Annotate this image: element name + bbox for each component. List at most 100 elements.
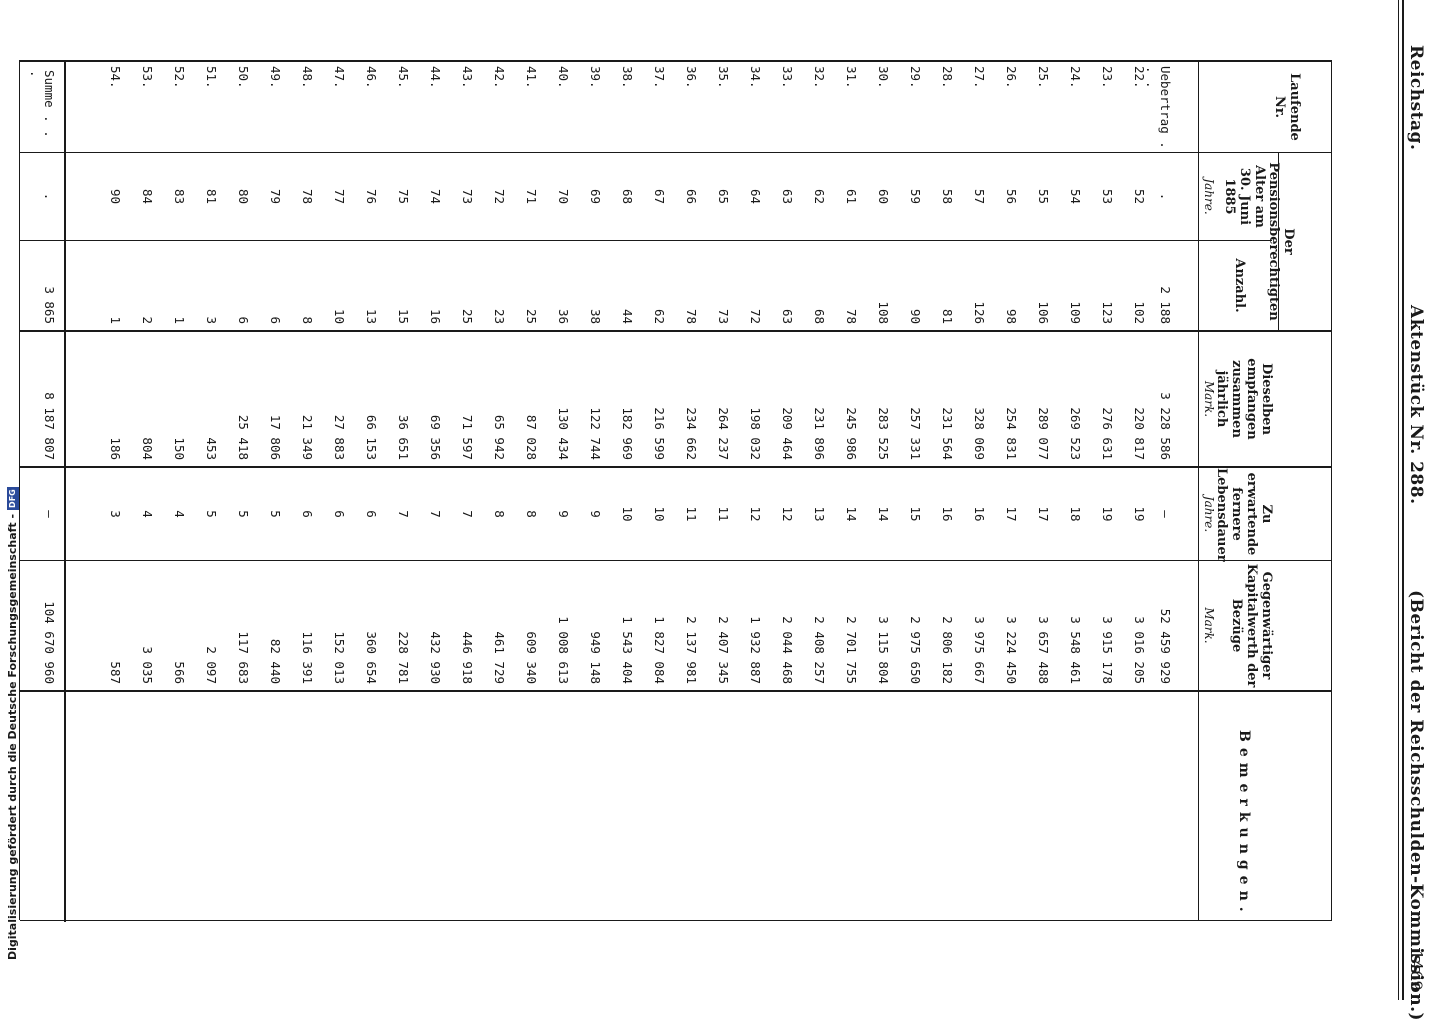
cell-nr: 48. — [300, 66, 315, 89]
cell-nr: 38. — [620, 66, 635, 89]
cell-alter: 76 — [364, 188, 379, 205]
summe-alter: . — [42, 192, 57, 201]
cell-alter: 77 — [332, 188, 347, 205]
cell-alter: 71 — [524, 188, 539, 205]
cell-nr: 28. — [940, 66, 955, 89]
cell-nr: 30. — [876, 66, 891, 89]
cell-bezuege: 245 986 — [844, 407, 859, 460]
dfg-logo-icon: DFG — [7, 487, 19, 510]
cell-anzahl: 1 — [172, 316, 187, 324]
cell-nr: 49. — [268, 66, 283, 89]
uebertrag-lebensdauer: — — [1158, 510, 1173, 518]
cell-nr: 26. — [1004, 66, 1019, 89]
cell-alter: 75 — [396, 188, 411, 205]
cell-lebensdauer: 7 — [460, 510, 475, 518]
cell-alter: 54 — [1068, 188, 1083, 205]
cell-anzahl: 102 — [1132, 301, 1147, 324]
cell-kapital: 3 224 450 — [1004, 616, 1019, 684]
cell-lebensdauer: 18 — [1068, 506, 1083, 522]
cell-nr: 41. — [524, 66, 539, 89]
cell-lebensdauer: 5 — [204, 510, 219, 518]
cell-bezuege: 69 356 — [428, 414, 443, 460]
cell-lebensdauer: 14 — [844, 506, 859, 522]
cell-bezuege: 264 237 — [716, 407, 731, 460]
cell-nr: 22. — [1132, 66, 1147, 89]
cell-lebensdauer: 10 — [652, 506, 667, 522]
cell-kapital: 2 407 345 — [716, 616, 731, 684]
cell-kapital: 3 975 667 — [972, 616, 987, 684]
cell-bezuege: 65 942 — [492, 414, 507, 460]
page-number: 1469 — [1407, 950, 1426, 991]
cell-anzahl: 36 — [556, 308, 571, 324]
cell-nr: 24. — [1068, 66, 1083, 89]
cell-kapital: 117 683 — [236, 631, 251, 684]
cell-alter: 63 — [780, 188, 795, 205]
cell-anzahl: 38 — [588, 308, 603, 324]
cell-alter: 79 — [268, 188, 283, 205]
unit-bezuege: Mark. — [1202, 380, 1216, 418]
cell-anzahl: 23 — [492, 308, 507, 324]
unit-kapital: Mark. — [1202, 607, 1216, 644]
cell-anzahl: 126 — [972, 301, 987, 324]
cell-nr: 53. — [140, 66, 155, 89]
cell-nr: 23. — [1100, 66, 1115, 89]
uebertrag-anzahl: 2 188 — [1158, 286, 1173, 324]
cell-anzahl: 13 — [364, 308, 379, 324]
cell-kapital: 152 013 — [332, 631, 347, 684]
cell-bezuege: 276 631 — [1100, 407, 1115, 460]
cell-lebensdauer: 16 — [940, 506, 955, 522]
head-bottom-rule — [1198, 60, 1199, 920]
cell-kapital: 1 932 887 — [748, 616, 763, 684]
cell-alter: 56 — [1004, 188, 1019, 205]
cell-alter: 60 — [876, 188, 891, 205]
cell-alter: 81 — [204, 188, 219, 205]
cell-anzahl: 81 — [940, 308, 955, 324]
cell-anzahl: 109 — [1068, 301, 1083, 324]
cell-kapital: 3 115 804 — [876, 616, 891, 684]
cell-kapital: 446 918 — [460, 631, 475, 684]
uebertrag-alter: . — [1158, 192, 1173, 201]
cell-nr: 36. — [684, 66, 699, 89]
cell-bezuege: 182 969 — [620, 407, 635, 460]
cell-lebensdauer: 12 — [748, 506, 763, 522]
cell-lebensdauer: 5 — [236, 510, 251, 518]
cell-nr: 46. — [364, 66, 379, 89]
cell-lebensdauer: 10 — [620, 506, 635, 522]
cell-bezuege: 21 349 — [300, 414, 315, 460]
uebertrag-kapital: 52 459 929 — [1158, 608, 1173, 684]
cell-kapital: 82 440 — [268, 638, 283, 684]
cell-bezuege: 283 525 — [876, 407, 891, 460]
cell-alter: 52 — [1132, 188, 1147, 205]
cell-nr: 42. — [492, 66, 507, 89]
cell-anzahl: 78 — [684, 308, 699, 324]
cell-kapital: 609 340 — [524, 631, 539, 684]
cell-kapital: 566 — [172, 661, 187, 684]
cell-nr: 29. — [908, 66, 923, 89]
cell-bezuege: 150 — [172, 437, 187, 460]
cell-lebensdauer: 5 — [268, 510, 283, 518]
cell-kapital: 587 — [108, 661, 123, 684]
cell-anzahl: 106 — [1036, 301, 1051, 324]
cell-kapital: 116 391 — [300, 631, 315, 684]
cell-nr: 45. — [396, 66, 411, 89]
cell-nr: 32. — [812, 66, 827, 89]
cell-kapital: 949 148 — [588, 631, 603, 684]
cell-lebensdauer: 8 — [492, 510, 507, 518]
summe-bezuege: 8 187 807 — [42, 392, 57, 460]
cell-nr: 54. — [108, 66, 123, 89]
cell-bezuege: 234 662 — [684, 407, 699, 460]
header-center: Aktenstück Nr. 288. — [1406, 305, 1426, 505]
cell-bezuege: 87 028 — [524, 414, 539, 460]
cell-lebensdauer: 17 — [1004, 506, 1019, 522]
cell-bezuege: 231 564 — [940, 407, 955, 460]
cell-alter: 61 — [844, 188, 859, 205]
cell-nr: 39. — [588, 66, 603, 89]
cell-anzahl: 25 — [524, 308, 539, 324]
cell-bezuege: 17 806 — [268, 414, 283, 460]
cell-alter: 58 — [940, 188, 955, 205]
summe-label: Summe . . . — [28, 70, 57, 138]
cell-anzahl: 90 — [908, 308, 923, 324]
cell-bezuege: 36 651 — [396, 414, 411, 460]
cell-nr: 40. — [556, 66, 571, 89]
cell-alter: 73 — [460, 188, 475, 205]
